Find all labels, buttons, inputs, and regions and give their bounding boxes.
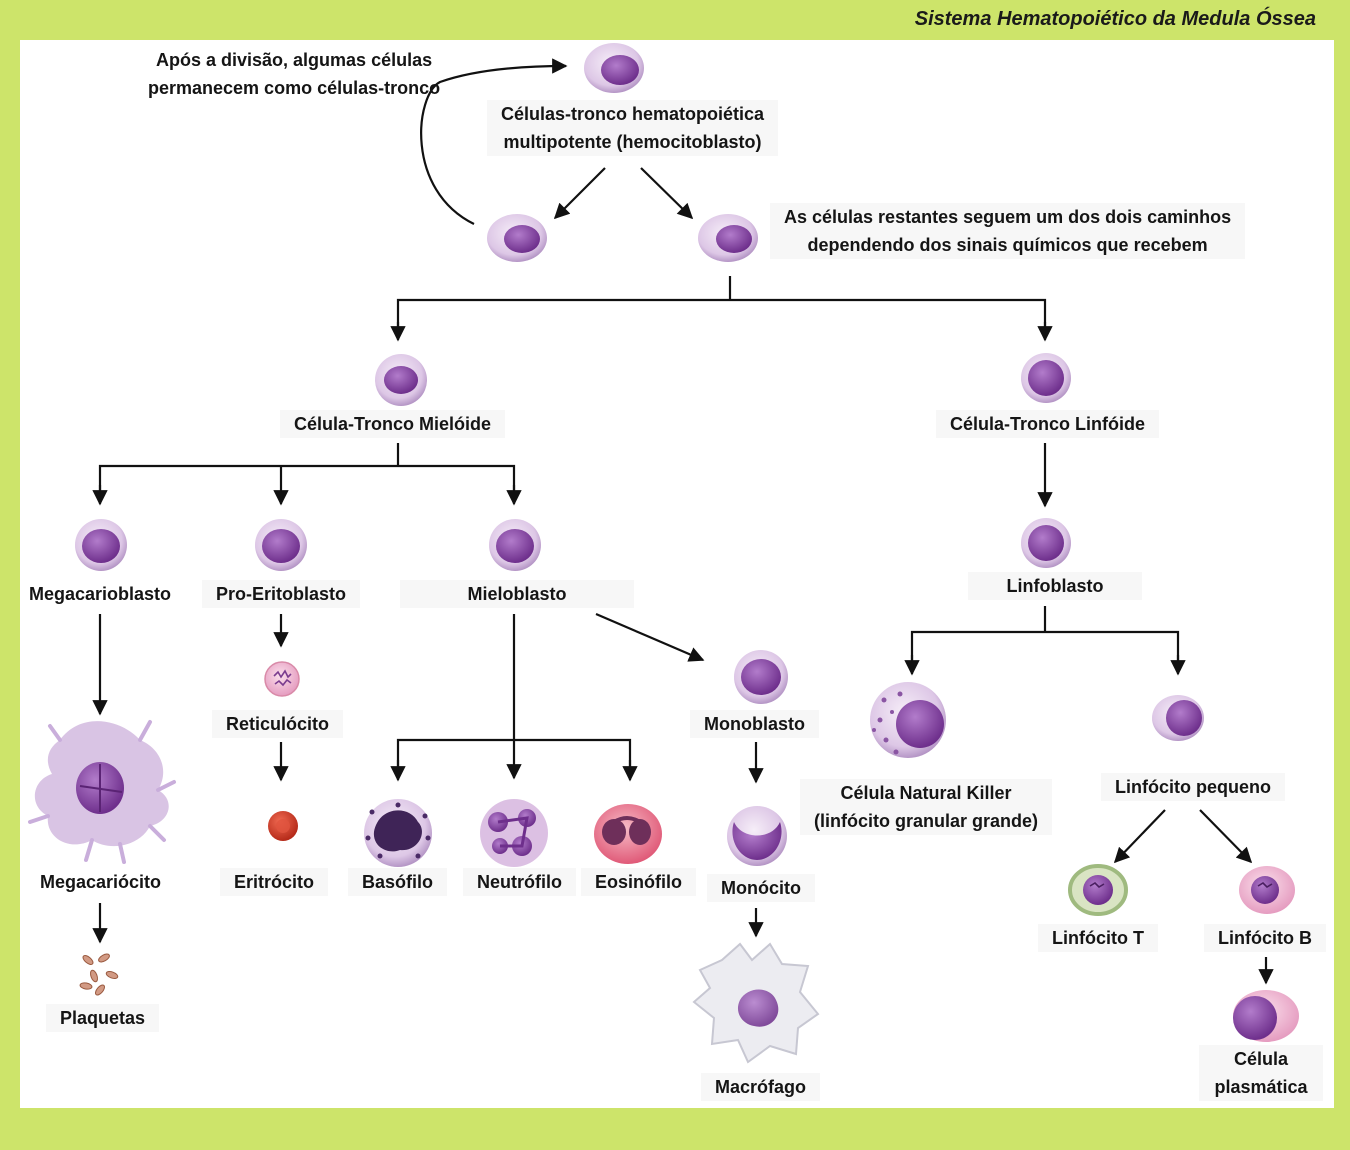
reticulocyte-label: Reticulócito: [212, 710, 344, 738]
proerythroblast-label: Pro-Eritoblasto: [202, 580, 361, 608]
cell-lymphoblast-icon: [1021, 518, 1071, 568]
neutrophil-label: Neutrófilo: [463, 868, 576, 896]
cell-macrophage-icon: [692, 942, 820, 1064]
eosinophil-label: Eosinófilo: [581, 868, 696, 896]
cell-monocyte-icon: [727, 806, 787, 866]
megakaryoblast-label: Megacarioblasto: [29, 584, 172, 604]
connectors: [92, 58, 1274, 985]
monoblast-label: Monoblasto: [690, 710, 819, 738]
platelets-label: Plaquetas: [46, 1004, 160, 1032]
cell-megakaryocyte-icon: [28, 720, 176, 864]
cell-eosinophil-icon: [594, 804, 662, 864]
small-lymphocyte-label: Linfócito pequeno: [1101, 773, 1285, 801]
cell-small-lymphocyte-icon: [1152, 695, 1204, 741]
cell-hsc-icon: [584, 43, 644, 93]
basophil-label: Basófilo: [348, 868, 448, 896]
cell-daughter-right-icon: [698, 214, 758, 262]
nk-cell-label: Célula Natural Killer(linfócito granular…: [800, 779, 1053, 835]
cell-myeloid-stem-icon: [375, 354, 427, 406]
cell-nk-icon: [870, 682, 946, 758]
cell-lymphoid-stem-icon: [1021, 353, 1071, 403]
cell-platelets-icon: [79, 953, 119, 996]
cell-basophil-icon: [364, 799, 432, 867]
cell-proerythroblast-icon: [255, 519, 307, 571]
macrophage-label: Macrófago: [701, 1073, 821, 1101]
cell-t-lymphocyte-icon: [1068, 864, 1128, 916]
monocyte-label: Monócito: [707, 874, 815, 902]
cell-myeloblast-icon: [489, 519, 541, 571]
arrow-hsc-right: [640, 167, 694, 220]
cell-b-lymphocyte-icon: [1239, 866, 1295, 914]
arrow-self-renewal: [420, 58, 568, 225]
branch-main: [396, 298, 1047, 337]
cell-reticulocyte-icon: [264, 661, 300, 697]
pathways-note: As células restantes seguem um dos dois …: [770, 203, 1246, 259]
megakaryocyte-label: Megacariócito: [40, 872, 162, 892]
header-title: Sistema Hematopoiético da Medula Óssea: [914, 8, 1316, 30]
myeloblast-label: Mieloblasto: [400, 580, 634, 608]
cell-erythrocyte-icon: [268, 811, 298, 841]
t-lymphocyte-label: Linfócito T: [1038, 924, 1158, 952]
cell-plasma-icon: [1233, 990, 1299, 1042]
cell-neutrophil-icon: [480, 799, 548, 867]
cell-megakaryoblast-icon: [75, 519, 127, 571]
lymphoid-stem-label: Célula-Tronco Linfóide: [936, 410, 1160, 438]
arrow-hsc-left: [553, 167, 606, 220]
cell-monoblast-icon: [734, 650, 788, 704]
b-lymphocyte-label: Linfócito B: [1204, 924, 1326, 952]
cell-daughter-left-icon: [487, 214, 547, 262]
lymphoblast-label: Linfoblasto: [968, 572, 1142, 600]
erythrocyte-label: Eritrócito: [220, 868, 329, 896]
myeloid-stem-label: Célula-Tronco Mielóide: [280, 410, 506, 438]
